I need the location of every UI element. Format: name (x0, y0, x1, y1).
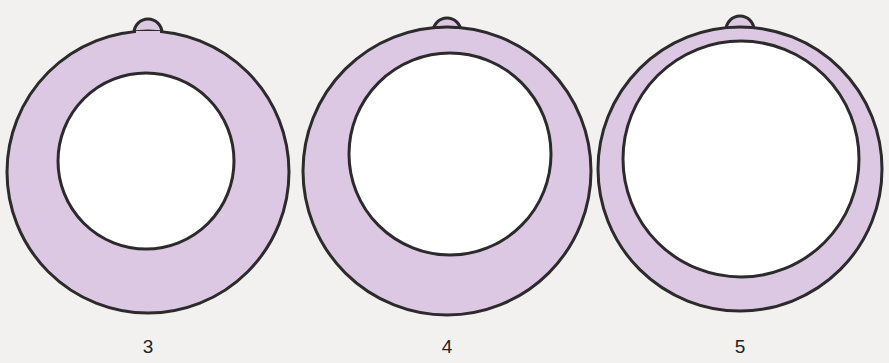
ring-outer (303, 27, 591, 315)
ring-inner (58, 73, 234, 249)
ring-inner (349, 53, 551, 255)
callout-number: 5 (735, 337, 746, 356)
ring-outer (598, 27, 882, 311)
ring-outer (7, 31, 289, 313)
callout-number: 4 (442, 337, 453, 356)
ring-inner (623, 41, 859, 277)
callout-number: 3 (143, 337, 154, 356)
